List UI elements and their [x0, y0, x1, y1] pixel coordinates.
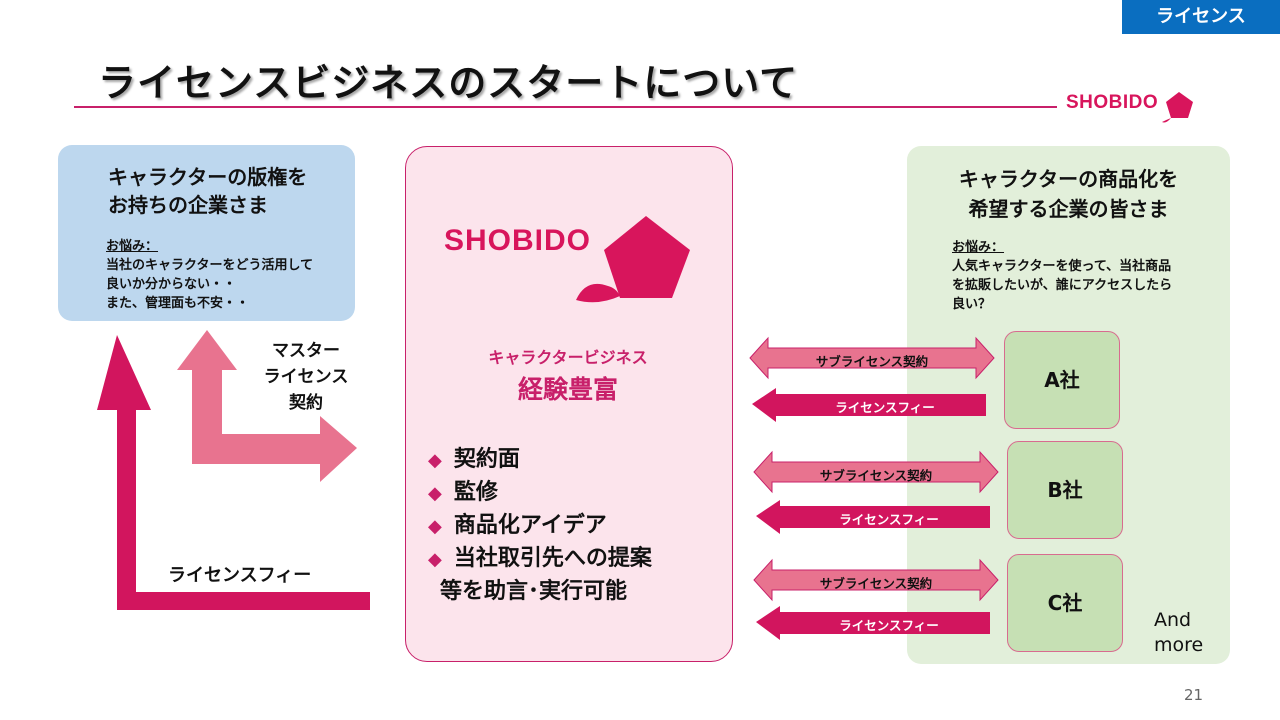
worry-label: お悩み： — [952, 240, 1005, 255]
sublicense-label-b: サブライセンス契約 — [819, 468, 933, 483]
master-license-line2: ライセンス — [263, 367, 349, 387]
page-number: 21 — [1184, 686, 1204, 704]
shobido-box — [405, 146, 733, 662]
worry-line: 良い？ — [952, 297, 992, 312]
logo-pentagon-icon — [1162, 92, 1193, 123]
business-main: 経験豊富 — [517, 375, 618, 404]
and-more-line2: more — [1154, 634, 1204, 656]
rights-holder-heading: キャラクターの版権を お持ちの企業さま — [108, 163, 307, 219]
master-license-line1: マスター — [272, 341, 340, 361]
worry-line: を拡販したいが、誰にアクセスしたら — [952, 278, 1173, 293]
list-item: ◆ 当社取引先への提案 — [428, 543, 652, 576]
master-license-line3: 契約 — [289, 393, 323, 413]
company-b: B社 — [1007, 441, 1123, 539]
license-fee-arrow — [97, 335, 370, 610]
licensee-heading-line2: 希望する企業の皆さま — [968, 197, 1169, 221]
diamond-icon: ◆ — [428, 450, 442, 471]
right-arrows — [749, 336, 999, 640]
licensee-heading-line1: キャラクターの商品化を — [958, 167, 1179, 191]
fee-label-c: ライセンスフィー — [839, 618, 939, 633]
rights-holder-heading-line2: お持ちの企業さま — [108, 193, 268, 217]
section-tag: ライセンス — [1122, 0, 1280, 34]
list-item-text: 当社取引先への提案 — [453, 546, 652, 571]
list-item: ◆ 監修 — [428, 477, 652, 510]
and-more-line1: And — [1154, 609, 1192, 631]
diamond-icon: ◆ — [428, 483, 442, 504]
worry-line: 当社のキャラクターをどう活用して — [106, 258, 314, 273]
worry-line: また、管理面も不安・・ — [106, 296, 250, 311]
business-subtitle: キャラクタービジネス — [488, 348, 648, 367]
worry-line: 人気キャラクターを使って、当社商品 — [952, 259, 1172, 274]
list-item: ◆ 契約面 — [428, 444, 652, 477]
sublicense-label-c: サブライセンス契約 — [819, 576, 933, 591]
license-fee-label: ライセンスフィー — [168, 565, 312, 586]
left-arrows — [97, 330, 370, 610]
service-list: ◆ 契約面 ◆ 監修 ◆ 商品化アイデア ◆ 当社取引先への提案 等を助言･実行可能 — [428, 444, 652, 608]
worry-label: お悩み： — [106, 239, 159, 254]
list-item-text: 監修 — [453, 480, 498, 505]
list-item: ◆ 商品化アイデア — [428, 510, 652, 543]
rights-holder-worries: お悩み： 当社のキャラクターをどう活用して 良いか分からない・・ また、管理面も… — [106, 237, 313, 313]
diamond-icon: ◆ — [428, 516, 442, 537]
fee-arrow-a — [752, 388, 986, 422]
sublicense-arrow-b — [753, 450, 999, 494]
shobido-logo-text: SHOBIDO — [444, 224, 592, 257]
company-c: C社 — [1007, 554, 1123, 652]
page-title: ライセンスビジネスのスタートについて — [98, 61, 799, 105]
title-rule — [74, 106, 1057, 108]
master-license-label: マスター ライセンス 契約 — [246, 338, 366, 416]
fee-arrow-b — [756, 500, 990, 534]
list-item-text: 契約面 — [453, 447, 520, 472]
header-logo: SHOBIDO — [1066, 92, 1193, 123]
diamond-icon: ◆ — [428, 549, 442, 570]
list-item-text: 商品化アイデア — [453, 513, 607, 538]
company-a: A社 — [1004, 331, 1120, 429]
worry-line: 良いか分からない・・ — [106, 277, 237, 292]
shobido-logo-icon — [576, 216, 690, 303]
fee-arrow-c — [756, 606, 990, 640]
and-more-label: And more — [1154, 608, 1203, 658]
header-logo-text: SHOBIDO — [1066, 92, 1159, 113]
rights-holder-heading-line1: キャラクターの版権を — [108, 165, 308, 189]
master-license-arrow — [177, 330, 357, 482]
fee-label-b: ライセンスフィー — [839, 512, 939, 527]
sublicense-label-a: サブライセンス契約 — [815, 354, 929, 369]
sublicense-arrow-c — [753, 558, 999, 602]
fee-label-a: ライセンスフィー — [835, 400, 935, 415]
licensee-worries: お悩み： 人気キャラクターを使って、当社商品 を拡販したいが、誰にアクセスしたら… — [952, 238, 1172, 314]
sublicense-arrow-a — [749, 336, 995, 380]
licensee-heading: キャラクターの商品化を 希望する企業の皆さま — [907, 164, 1230, 224]
closing-text: 等を助言･実行可能 — [440, 579, 628, 604]
rights-holder-box: キャラクターの版権を お持ちの企業さま お悩み： 当社のキャラクターをどう活用し… — [58, 145, 355, 321]
